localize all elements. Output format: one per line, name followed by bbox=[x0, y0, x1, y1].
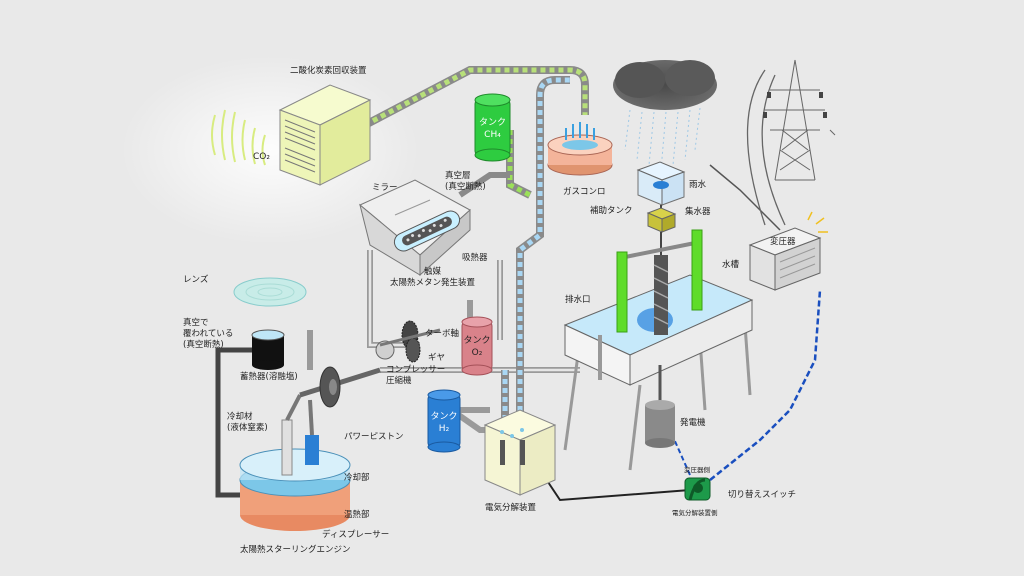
vacuum-layer-label: 真空層 (真空断熱) bbox=[445, 171, 486, 192]
power-pylon bbox=[765, 59, 836, 181]
rain-cloud bbox=[613, 60, 717, 171]
o2-tank bbox=[461, 316, 493, 376]
co2-airflow-lines bbox=[211, 109, 266, 166]
co2-label: CO₂ bbox=[253, 152, 270, 162]
transformer bbox=[748, 211, 828, 291]
gear-label: ギヤ bbox=[428, 353, 446, 363]
h2-tank bbox=[427, 389, 461, 453]
gears-compressor bbox=[375, 320, 441, 363]
generator bbox=[645, 365, 675, 448]
flywheel-shaft bbox=[299, 366, 381, 408]
switch-bottom-label: 電気分解装置側 bbox=[672, 509, 718, 517]
coolant-label: 冷却材 (液体窒素) bbox=[227, 412, 268, 433]
lens-label: レンズ bbox=[183, 275, 209, 285]
solar-methane-generator bbox=[359, 179, 471, 277]
co2-collector bbox=[278, 84, 372, 186]
stirling-engine-label: 太陽熱スターリングエンジン bbox=[240, 545, 351, 555]
drain-label: 排水口 bbox=[565, 295, 591, 305]
aux-tank-label: 補助タンク bbox=[590, 206, 633, 216]
h2-tank-label-2: H₂ bbox=[438, 424, 450, 434]
methane-generator-label: 太陽熱メタン発生装置 bbox=[390, 278, 476, 288]
co2-device-label: 二酸化炭素回収装置 bbox=[290, 66, 367, 76]
water-tank-label: 水槽 bbox=[722, 260, 740, 270]
o2-tank-label-1: タンク bbox=[463, 336, 491, 346]
compressor-label: コンプレッサー 圧縮機 bbox=[386, 365, 446, 386]
toggle-switch bbox=[684, 477, 711, 501]
gas-stove bbox=[547, 122, 613, 176]
blue-water-pipe bbox=[501, 76, 570, 420]
displacer-label: ディスプレーサー bbox=[322, 530, 390, 540]
heat-absorber-label: 吸熱器 bbox=[462, 253, 488, 263]
heat-pipe bbox=[215, 347, 252, 498]
heating-part-label: 温熱部 bbox=[344, 510, 370, 520]
pylon-insulators bbox=[763, 92, 827, 118]
ch4-tank-label-1: タンク bbox=[478, 118, 506, 128]
mirror-label: ミラー bbox=[372, 183, 398, 193]
catalyst-label: 触媒 bbox=[424, 267, 442, 277]
water-turbine bbox=[598, 229, 703, 380]
ch4-tank-label-2: CH₄ bbox=[484, 130, 501, 140]
switch-label: 切り替えスイッチ bbox=[728, 490, 797, 500]
power-piston-label: パワーピストン bbox=[344, 432, 404, 442]
rainwater-label: 雨水 bbox=[689, 180, 707, 190]
heat-storage bbox=[251, 329, 285, 370]
lens bbox=[233, 277, 307, 307]
o2-tank-label-2: O₂ bbox=[471, 348, 483, 358]
collector-label: 集水器 bbox=[685, 207, 711, 217]
rain-collector bbox=[636, 161, 686, 213]
h2-tank-label-1: タンク bbox=[430, 412, 458, 422]
transformer-label: 変圧器 bbox=[770, 237, 796, 247]
electrolysis-label: 電気分解装置 bbox=[485, 503, 537, 513]
stirling-engine bbox=[239, 394, 351, 531]
electrolysis-unit bbox=[483, 409, 557, 496]
vacuum-covered-label: 真空で 覆われている (真空断熱) bbox=[183, 318, 234, 350]
auxiliary-tank bbox=[646, 207, 677, 258]
ch4-tank bbox=[474, 93, 511, 162]
cooling-part-label: 冷却部 bbox=[344, 473, 370, 483]
gas-stove-label: ガスコンロ bbox=[563, 187, 606, 197]
switch-top-label: 変圧器側 bbox=[684, 466, 710, 474]
heat-storage-label: 蓄熱器(溶融塩) bbox=[240, 372, 298, 382]
generator-label: 発電機 bbox=[680, 418, 706, 428]
turbo-shaft-label: ターボ軸 bbox=[425, 329, 460, 339]
